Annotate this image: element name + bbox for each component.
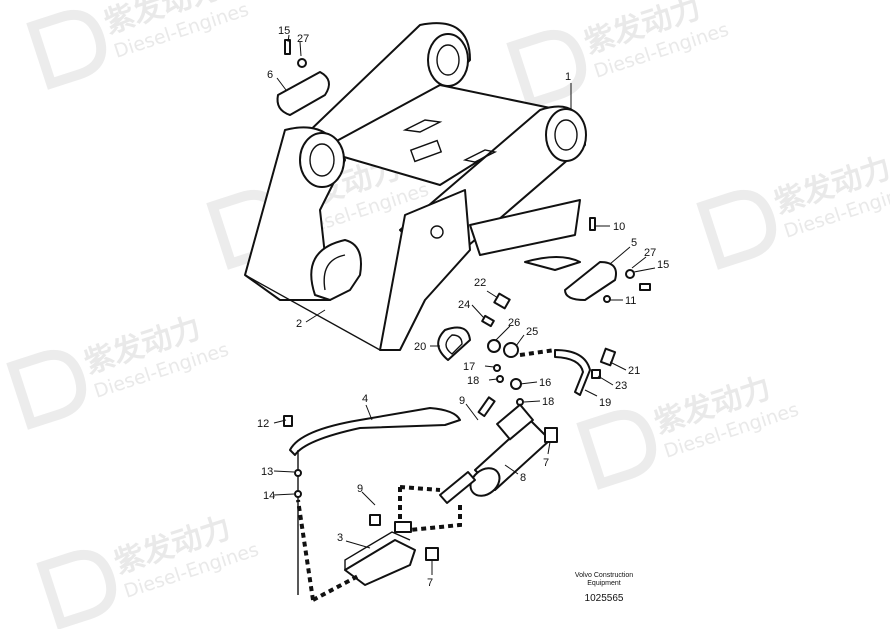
- callout-9a: 9: [459, 395, 465, 407]
- callout-20: 20: [414, 341, 426, 353]
- callout-4: 4: [362, 393, 368, 405]
- callout-7a: 7: [427, 577, 433, 589]
- callout-6: 6: [267, 69, 273, 81]
- cover-plate-right: [564, 217, 651, 303]
- watermark-7: 紫发动力 Diesel-Engines: [36, 511, 261, 629]
- callout-5: 5: [631, 237, 637, 249]
- callout-8: 8: [520, 472, 526, 484]
- callout-27b: 27: [644, 247, 656, 259]
- drawing-footer: Volvo Construction Equipment 1025565: [575, 572, 633, 604]
- callout-26: 26: [508, 317, 520, 329]
- callout-17: 17: [463, 361, 475, 373]
- footer-line1: Volvo Construction: [575, 572, 633, 579]
- callout-18b: 18: [542, 396, 554, 408]
- callouts: 1 2 3 4 5 6 7 7 8 9 9 10 11 12 13 14 15 …: [257, 25, 669, 589]
- footer-line2: Equipment: [587, 580, 621, 587]
- callout-23: 23: [615, 380, 627, 392]
- leader-lines: [273, 34, 656, 575]
- callout-25: 25: [526, 326, 538, 338]
- callout-24: 24: [458, 299, 470, 311]
- callout-13: 13: [261, 466, 273, 478]
- callout-9b: 9: [357, 483, 363, 495]
- valve-block: [344, 514, 439, 586]
- callout-21: 21: [628, 365, 640, 377]
- callout-15b: 15: [657, 259, 669, 271]
- watermark-5: 紫发动力 Diesel-Engines: [6, 311, 231, 430]
- coupler-frame: [244, 22, 587, 351]
- watermark-2: 紫发动力 Diesel-Engines: [506, 0, 731, 110]
- callout-10: 10: [613, 221, 625, 233]
- callout-18a: 18: [467, 375, 479, 387]
- callout-11: 11: [625, 295, 636, 307]
- callout-16: 16: [539, 377, 551, 389]
- callout-15a: 15: [278, 25, 290, 37]
- callout-3: 3: [337, 532, 343, 544]
- drawing-number: 1025565: [585, 593, 624, 604]
- callout-7b: 7: [543, 457, 549, 469]
- watermark-4: 紫发动力 Diesel-Engines: [696, 151, 890, 270]
- callout-2: 2: [296, 318, 302, 330]
- callout-22: 22: [474, 277, 486, 289]
- cover-plate-left: [276, 39, 330, 116]
- callout-19: 19: [599, 397, 611, 409]
- link-rod: [283, 396, 496, 602]
- callout-27a: 27: [297, 33, 309, 45]
- watermark-1: 紫发动力 Diesel-Engines: [26, 0, 251, 90]
- callout-1: 1: [565, 71, 571, 83]
- callout-14: 14: [263, 490, 275, 502]
- cylinder-assembly: [398, 403, 558, 532]
- callout-12: 12: [257, 418, 269, 430]
- hydraulic-parts: [437, 292, 617, 406]
